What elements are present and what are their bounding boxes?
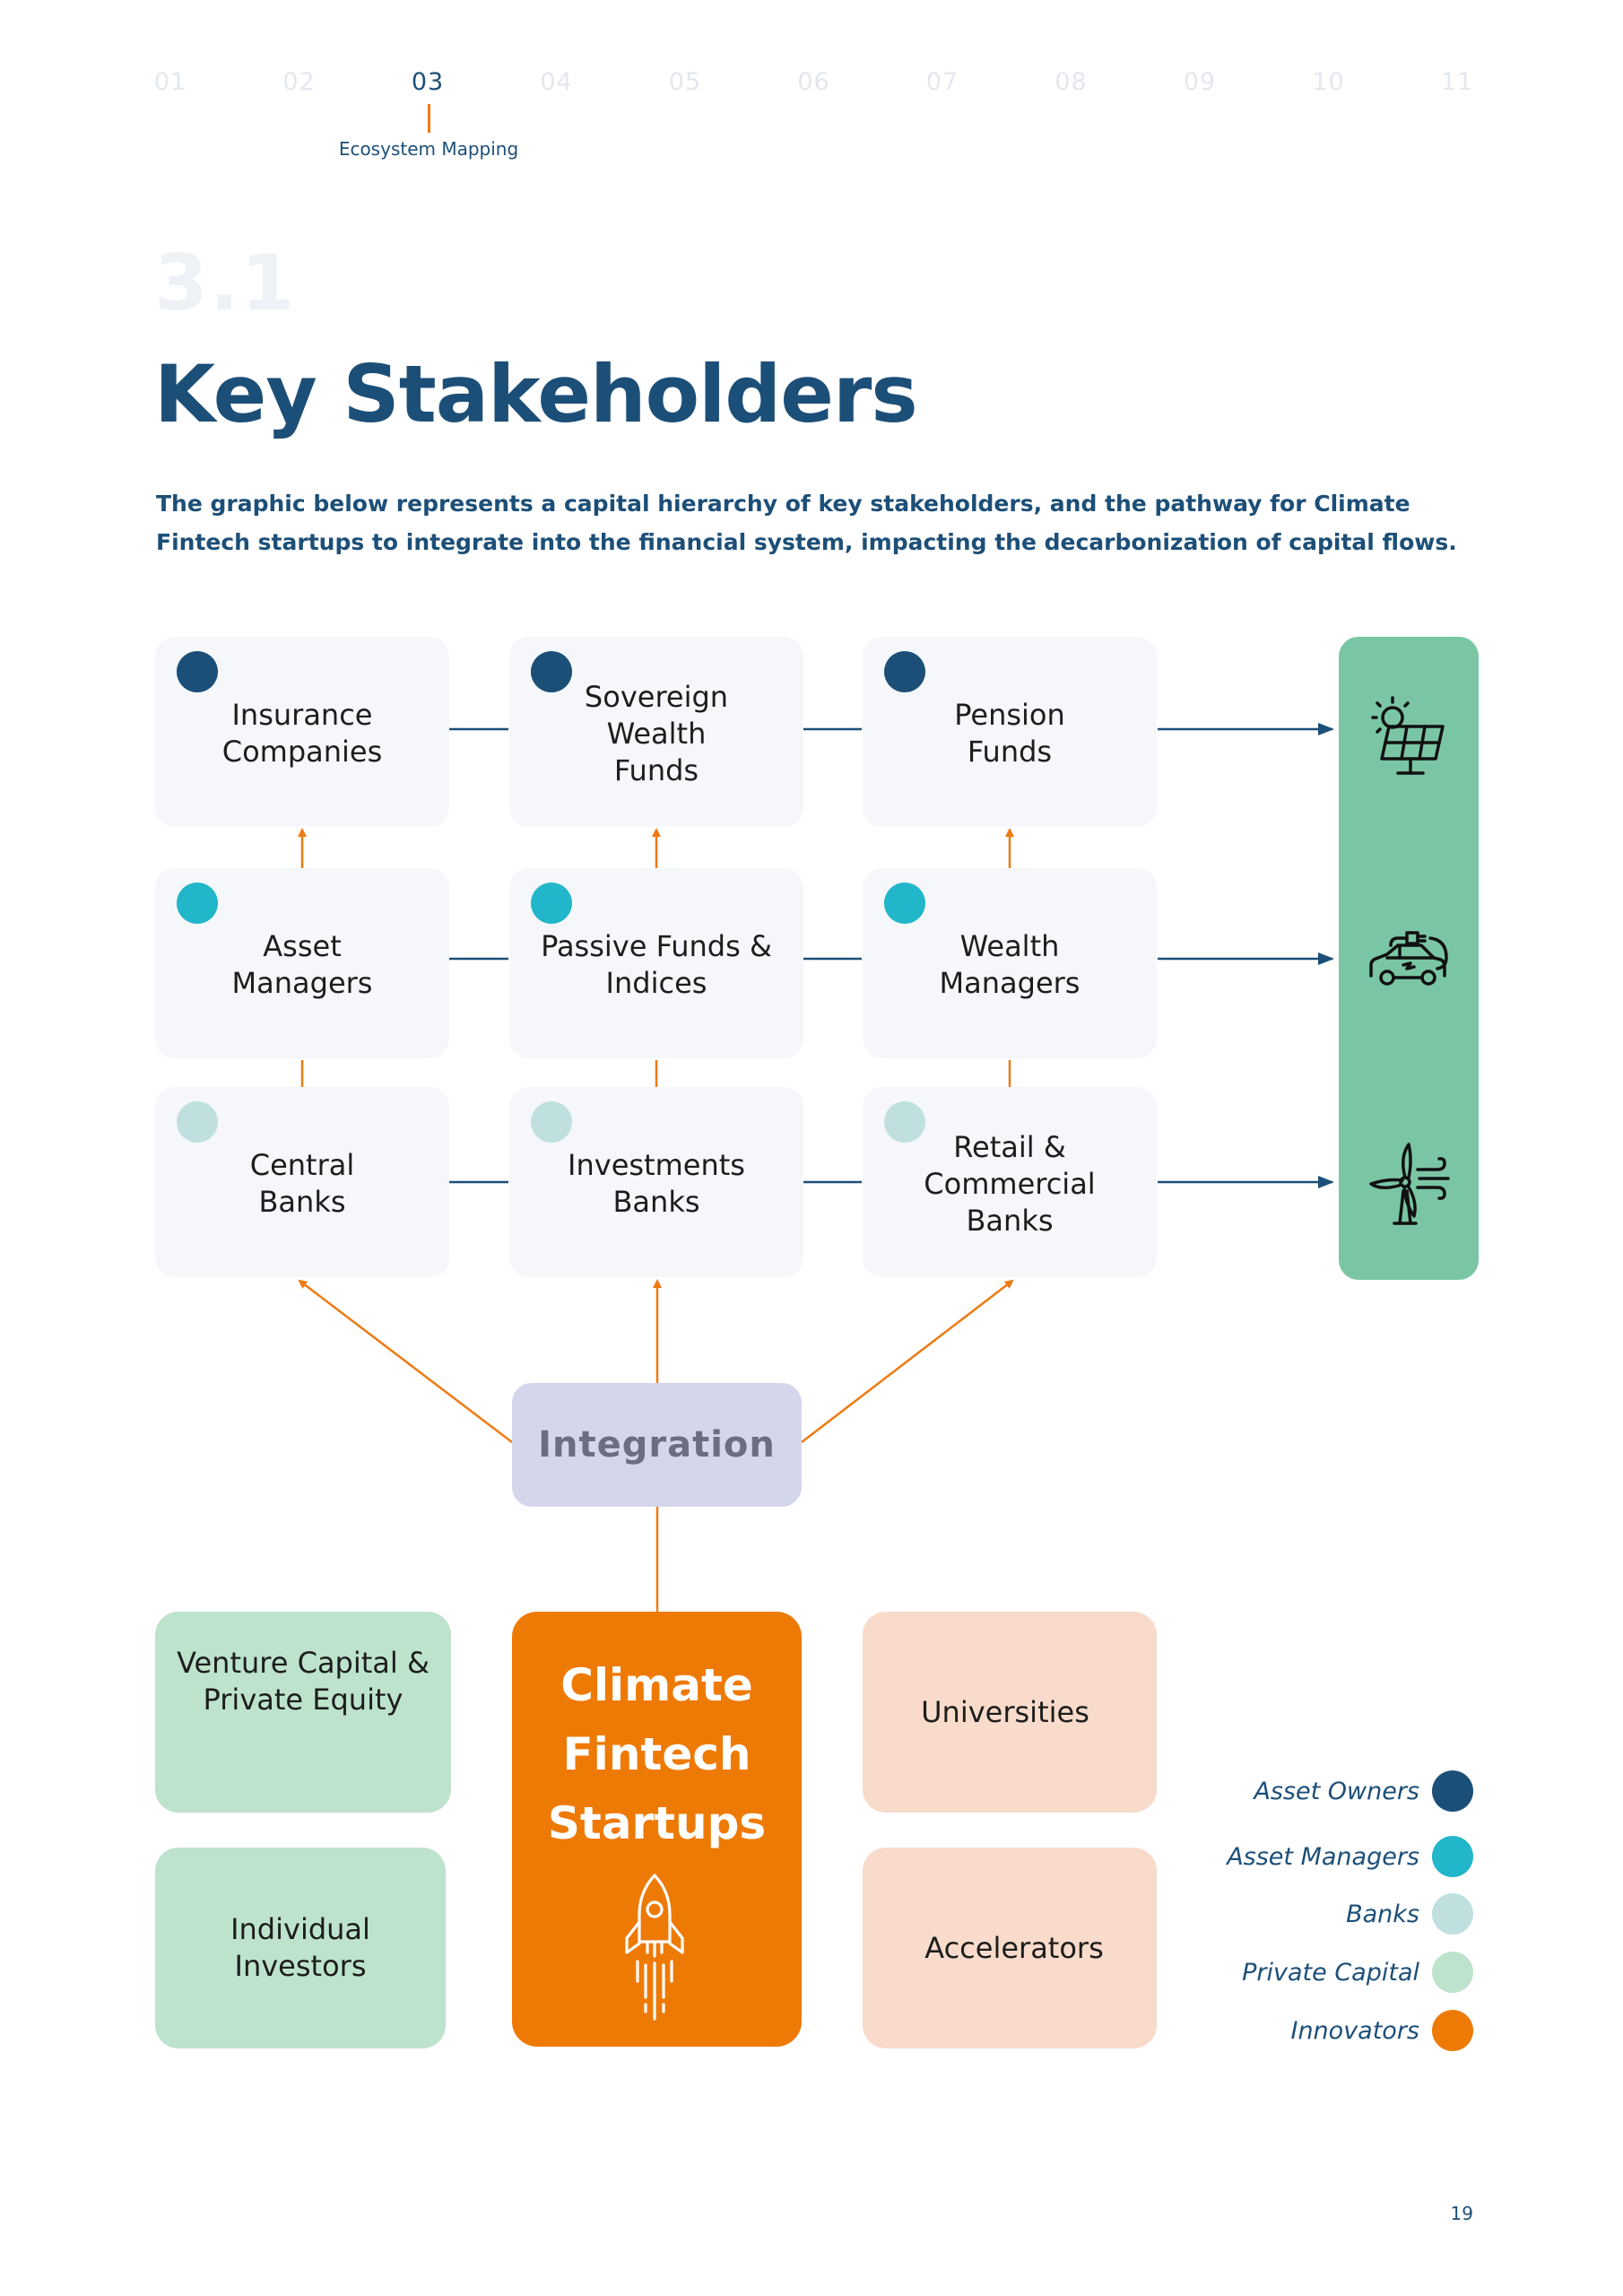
card-label: Universities xyxy=(921,1694,1089,1729)
card-investments-banks: Investments Banks xyxy=(509,1087,803,1277)
card-wealth-managers: Wealth Managers xyxy=(863,868,1157,1058)
card-label: Pension Funds xyxy=(954,698,1065,769)
startups-label: Climate Fintech Startups xyxy=(547,1659,767,1849)
card-accelerators: Accelerators xyxy=(863,1848,1157,2048)
card-label: Central Banks xyxy=(249,1148,355,1219)
card-label: Insurance Companies xyxy=(221,698,383,769)
legend-item-innovators: Innovators xyxy=(1290,2010,1473,2051)
card-central-banks: Central Banks xyxy=(155,1087,449,1277)
legend-label: Asset Owners xyxy=(1254,1777,1419,1805)
climate-fintech-startups-box: Climate Fintech Startups xyxy=(512,1612,802,2047)
card-label: Accelerators xyxy=(924,1930,1104,1965)
asset-manager-dot xyxy=(177,883,218,924)
card-label: Individual Investors xyxy=(230,1912,370,1983)
chapter-tab-02[interactable]: 02 xyxy=(282,68,316,96)
legend-dot xyxy=(1432,1770,1473,1812)
integration-arrow-right xyxy=(801,1279,1014,1443)
page-title: Key Stakeholders xyxy=(154,348,918,440)
legend-label: Private Capital xyxy=(1242,1958,1419,1987)
card-label: Retail & Commercial Banks xyxy=(924,1129,1096,1238)
integration-label: Integration xyxy=(538,1424,776,1465)
page-number: 19 xyxy=(1450,2203,1473,2224)
bank-dot xyxy=(884,1101,925,1143)
legend-item-asset-owners: Asset Owners xyxy=(1254,1770,1473,1812)
card-label: Venture Capital & Private Equity xyxy=(177,1646,430,1717)
asset-owner-dot xyxy=(884,651,925,692)
chapter-tab-07[interactable]: 07 xyxy=(925,68,959,96)
card-individual-investors: Individual Investors xyxy=(155,1848,446,2048)
legend-item-asset-managers: Asset Managers xyxy=(1227,1836,1473,1877)
active-chapter-caption: Ecosystem Mapping xyxy=(338,138,519,160)
legend-dot xyxy=(1432,1893,1473,1935)
asset-owner-dot xyxy=(531,651,572,692)
chapter-tab-05[interactable]: 05 xyxy=(668,68,702,96)
legend-label: Banks xyxy=(1346,1900,1419,1928)
bank-dot xyxy=(177,1101,218,1143)
card-asset-managers: Asset Managers xyxy=(155,868,449,1058)
chapter-navigation: Ecosystem Mapping 01 02 03 04 05 06 07 08 09 10 11 xyxy=(0,68,1623,176)
integration-box: Integration xyxy=(512,1383,802,1507)
wind-turbine-icon xyxy=(1369,1143,1450,1225)
legend-item-banks: Banks xyxy=(1346,1893,1473,1935)
legend-dot xyxy=(1432,2010,1473,2051)
solar-panel-icon xyxy=(1371,696,1445,775)
card-retail-commercial-banks: Retail & Commercial Banks xyxy=(863,1087,1157,1277)
electric-car-icon xyxy=(1369,931,1448,986)
integration-arrows xyxy=(298,1279,1014,1612)
card-universities: Universities xyxy=(863,1612,1157,1813)
card-label: Sovereign Wealth Funds xyxy=(584,679,729,787)
outcome-flows xyxy=(1158,723,1334,1188)
asset-manager-dot xyxy=(531,883,572,924)
chapter-tab-06[interactable]: 06 xyxy=(797,68,830,96)
legend-label: Asset Managers xyxy=(1227,1842,1419,1871)
chapter-tab-10[interactable]: 10 xyxy=(1312,68,1345,96)
card-label: Asset Managers xyxy=(231,929,373,1000)
bank-dot xyxy=(531,1101,572,1143)
card-label: Wealth Managers xyxy=(939,929,1081,1000)
card-passive-funds-indices: Passive Funds & Indices xyxy=(509,868,803,1058)
chapter-tab-11[interactable]: 11 xyxy=(1440,68,1474,96)
card-pension-funds: Pension Funds xyxy=(863,637,1157,827)
intro-paragraph: The graphic below represents a capital h… xyxy=(156,491,1457,555)
card-label: Investments Banks xyxy=(568,1148,745,1219)
legend-label: Innovators xyxy=(1290,2016,1419,2045)
chapter-tab-03[interactable]: 03 xyxy=(411,68,445,96)
chapter-tab-04[interactable]: 04 xyxy=(540,68,573,96)
asset-manager-dot xyxy=(884,883,925,924)
card-venture-capital-private-equity: Venture Capital & Private Equity xyxy=(155,1612,451,1813)
chapter-tab-08[interactable]: 08 xyxy=(1055,68,1088,96)
chapter-tab-09[interactable]: 09 xyxy=(1183,68,1217,96)
row-links xyxy=(449,727,862,1184)
card-label: Passive Funds & Indices xyxy=(541,929,772,1000)
card-insurance-companies: Insurance Companies xyxy=(155,637,449,827)
legend-item-private-capital: Private Capital xyxy=(1242,1952,1473,1993)
chapter-tab-01[interactable]: 01 xyxy=(153,68,187,96)
legend-dot xyxy=(1432,1952,1473,1993)
section-number: 3.1 xyxy=(154,239,297,328)
active-chapter-marker xyxy=(428,104,430,133)
asset-owner-dot xyxy=(177,651,218,692)
card-sovereign-wealth-funds: Sovereign Wealth Funds xyxy=(509,637,803,827)
hierarchy-arrows xyxy=(298,828,1014,1087)
climate-outcomes-panel xyxy=(1339,637,1479,1280)
integration-arrow-left xyxy=(298,1279,513,1443)
legend-dot xyxy=(1432,1836,1473,1877)
rocket-icon xyxy=(625,1874,684,2021)
